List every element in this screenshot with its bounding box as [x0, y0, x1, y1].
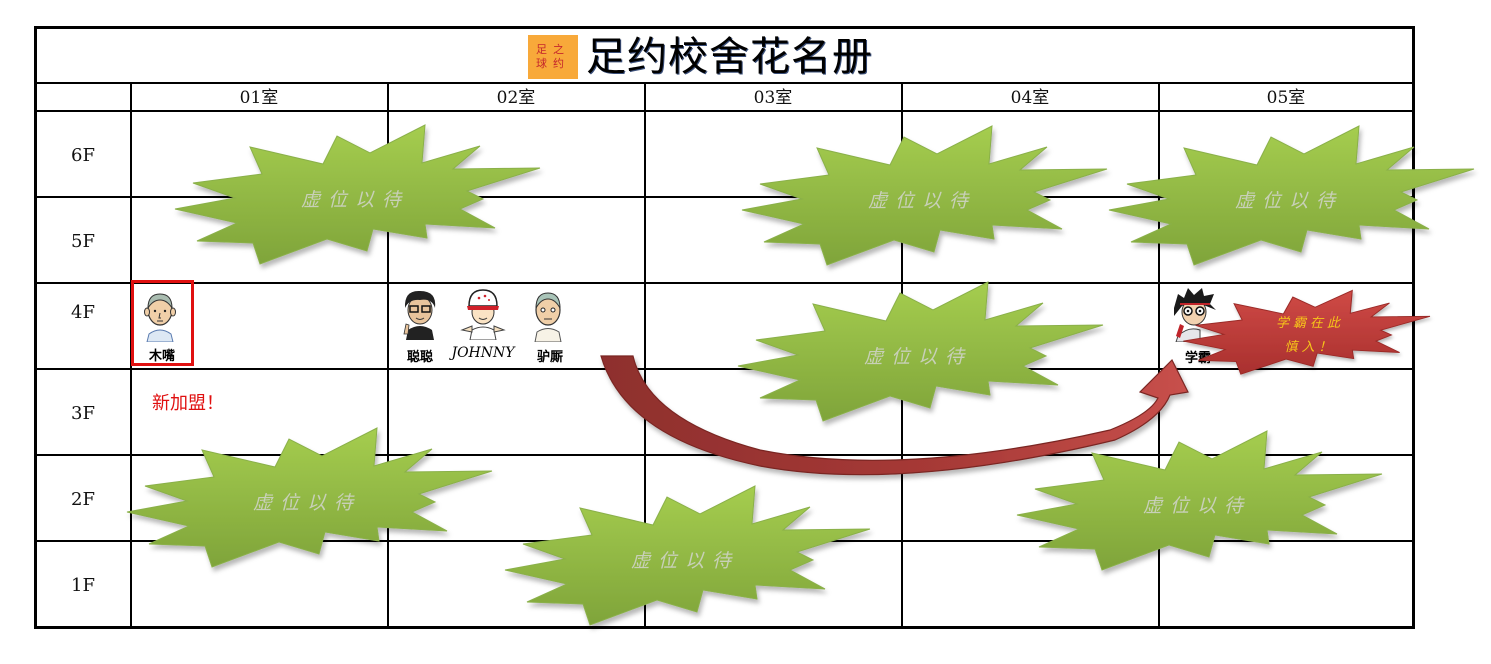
row-divider — [36, 82, 1413, 84]
vacancy-burst-2f-01-02: 虚位以待 — [122, 424, 493, 570]
vacancy-label: 虚位以待 — [863, 345, 972, 368]
room-header-04: 04室 — [1010, 88, 1050, 108]
callout-line-1: 学霸在此 — [1275, 316, 1344, 331]
gray-hair-avatar-icon — [534, 292, 562, 342]
resident-name-johnny: JOHNNY — [451, 345, 515, 361]
vacancy-burst-2f-04-05: 虚位以待 — [1012, 427, 1383, 573]
row-divider — [36, 110, 1413, 112]
row-divider — [36, 282, 1413, 284]
floor-label-3f: 3F — [71, 403, 95, 424]
logo-line-1: 足之 — [536, 43, 570, 56]
vacancy-label: 虚位以待 — [300, 188, 409, 211]
col-divider — [387, 82, 389, 627]
vacancy-label: 虚位以待 — [252, 491, 361, 514]
row-divider — [36, 196, 1413, 198]
resident-name-lvsi: 驴厮 — [536, 350, 563, 365]
vacancy-label: 虚位以待 — [1142, 494, 1251, 517]
room-header-02: 02室 — [496, 88, 536, 108]
room-header-03: 03室 — [753, 88, 793, 108]
callout-line-2: 慎入！ — [1284, 340, 1336, 355]
resident-name-congcong: 聪聪 — [406, 350, 433, 365]
xueba-warning-callout: 学霸在此 慎入！ — [1180, 288, 1431, 376]
floor-label-4f: 4F — [71, 302, 95, 323]
vacancy-label: 虚位以待 — [867, 189, 976, 212]
page-title: 足约校舍花名册 — [586, 34, 873, 80]
vacancy-burst-6f-05: 虚位以待 — [1104, 122, 1475, 268]
floor-label-2f: 2F — [71, 489, 95, 510]
vacancy-burst-6f-03-04: 虚位以待 — [737, 122, 1108, 268]
vacancy-burst-6f-01-02: 虚位以待 — [170, 121, 541, 267]
roster-table — [34, 26, 1415, 629]
red-cap-avatar-icon — [460, 289, 506, 340]
floor-label-6f: 6F — [71, 145, 95, 166]
gray-hair-avatar-icon — [144, 293, 176, 342]
glasses-peace-sign-avatar-icon — [403, 290, 436, 340]
col-divider — [644, 82, 646, 627]
vacancy-burst-4f-03-04: 虚位以待 — [733, 278, 1104, 424]
col-divider — [1158, 82, 1160, 627]
callout-text: 学霸在此 慎入！ — [1240, 312, 1380, 360]
vacancy-burst-1f-02-03: 虚位以待 — [500, 482, 871, 628]
new-member-highlight-box — [131, 280, 194, 366]
vacancy-label: 虚位以待 — [630, 549, 739, 572]
resident-name-muzui: 木嘴 — [148, 349, 175, 364]
floor-label-1f: 1F — [71, 575, 95, 596]
room-header-01: 01室 — [239, 88, 279, 108]
floor-label-5f: 5F — [71, 231, 95, 252]
logo: 足之 球约 — [528, 35, 578, 79]
spiky-hair-glasses-avatar-icon — [1174, 288, 1216, 342]
room-header-05: 05室 — [1266, 88, 1306, 108]
logo-line-2: 球约 — [536, 57, 570, 70]
vacancy-label: 虚位以待 — [1234, 189, 1343, 212]
resident-name-xueba: 学霸 — [1184, 351, 1211, 366]
col-divider — [130, 82, 132, 627]
new-member-label: 新加盟！ — [152, 393, 224, 414]
